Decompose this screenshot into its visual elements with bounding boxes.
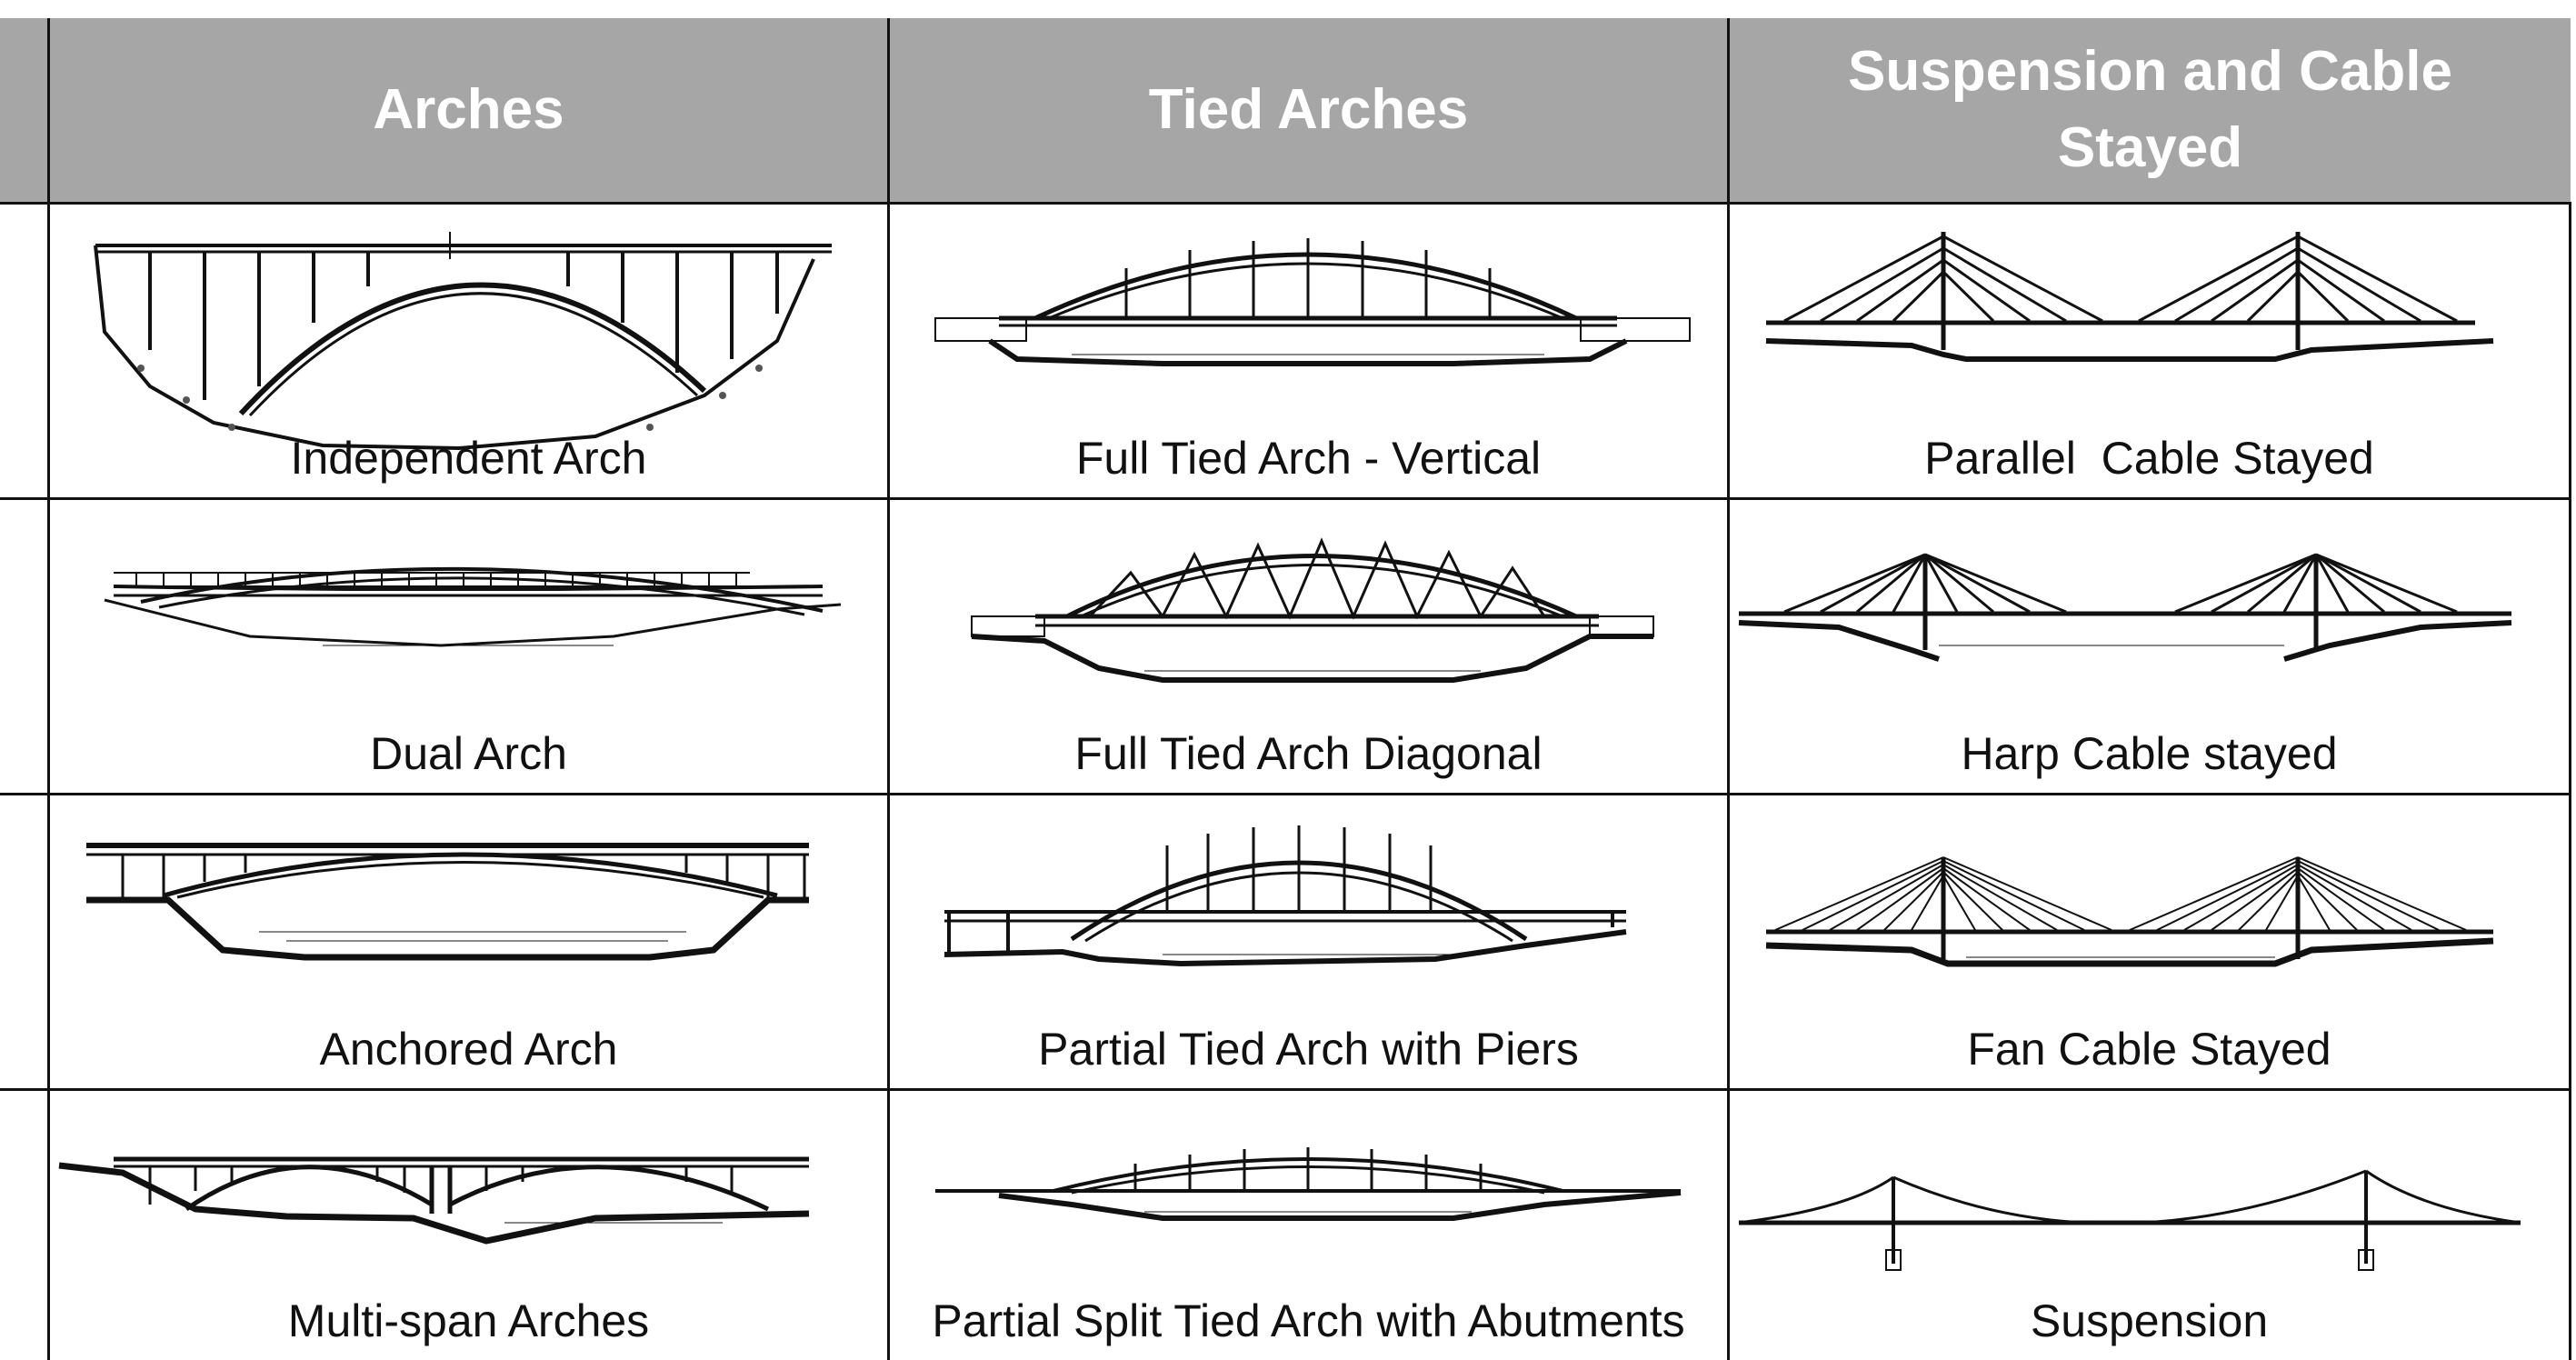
fan-cable-stayed-drawing: [1765, 856, 2494, 967]
grid-line: [0, 497, 2571, 500]
grid-line: [887, 18, 890, 1360]
caption-anchored-arch: Anchored Arch: [319, 1024, 618, 1075]
multi-span-arches-drawing: [58, 1156, 810, 1245]
grid-line: [0, 793, 2571, 795]
caption-partial-tied-arch-piers: Partial Tied Arch with Piers: [1038, 1024, 1579, 1075]
dual-arch-drawing: [104, 566, 842, 647]
caption-partial-split-tied-arch: Partial Split Tied Arch with Abutments: [932, 1295, 1685, 1346]
grid-line: [0, 1088, 2571, 1091]
cell-multi-span-arches: Multi-span Arches: [50, 1091, 887, 1360]
cell-harp-cable-stayed: Harp Cable stayed: [1730, 500, 2569, 793]
grid-line: [47, 18, 50, 1360]
cell-partial-tied-arch-piers: Partial Tied Arch with Piers: [890, 795, 1727, 1088]
caption-parallel-cable-stayed: Parallel Cable Stayed: [1924, 433, 2374, 484]
cell-suspension: Suspension: [1730, 1091, 2569, 1360]
caption-suspension: Suspension: [2030, 1295, 2269, 1346]
caption-dual-arch: Dual Arch: [370, 728, 567, 779]
caption-full-tied-arch-diagonal: Full Tied Arch Diagonal: [1074, 728, 1543, 779]
parallel-cable-stayed-drawing: [1765, 232, 2494, 362]
grid-line: [2569, 202, 2571, 1360]
grid-line: [1727, 18, 1730, 1360]
caption-harp-cable-stayed: Harp Cable stayed: [1961, 728, 2338, 779]
header-stub: [0, 18, 47, 202]
cell-dual-arch: Dual Arch: [50, 500, 887, 793]
header-arches: Arches: [50, 18, 887, 202]
header-suspension: Suspension and Cable Stayed: [1730, 18, 2571, 202]
cell-parallel-cable-stayed: Parallel Cable Stayed: [1730, 205, 2569, 497]
caption-independent-arch: Independent Arch: [290, 433, 647, 484]
cell-full-tied-arch-diagonal: Full Tied Arch Diagonal: [890, 500, 1727, 793]
independent-arch-drawing: [94, 232, 832, 451]
suspension-drawing: [1738, 1169, 2521, 1271]
partial-split-tied-arch-drawing: [935, 1147, 1682, 1221]
caption-full-tied-arch-vertical: Full Tied Arch - Vertical: [1075, 433, 1542, 484]
cell-anchored-arch: Anchored Arch: [50, 795, 887, 1088]
anchored-arch-drawing: [86, 843, 809, 961]
full-tied-arch-diagonal-drawing: [971, 537, 1654, 683]
grid-line: [0, 202, 2571, 205]
full-tied-arch-vertical-drawing: [934, 238, 1691, 366]
header-tied-arches: Tied Arches: [890, 18, 1727, 202]
cell-full-tied-arch-vertical: Full Tied Arch - Vertical: [890, 205, 1727, 497]
cell-independent-arch: Independent Arch: [50, 205, 887, 497]
caption-fan-cable-stayed: Fan Cable Stayed: [1967, 1024, 2331, 1075]
partial-tied-arch-piers-drawing: [944, 825, 1627, 967]
cell-partial-split-tied-arch: Partial Split Tied Arch with Abutments: [890, 1091, 1727, 1360]
harp-cable-stayed-drawing: [1738, 553, 2512, 662]
caption-multi-span-arches: Multi-span Arches: [287, 1295, 650, 1346]
cell-fan-cable-stayed: Fan Cable Stayed: [1730, 795, 2569, 1088]
